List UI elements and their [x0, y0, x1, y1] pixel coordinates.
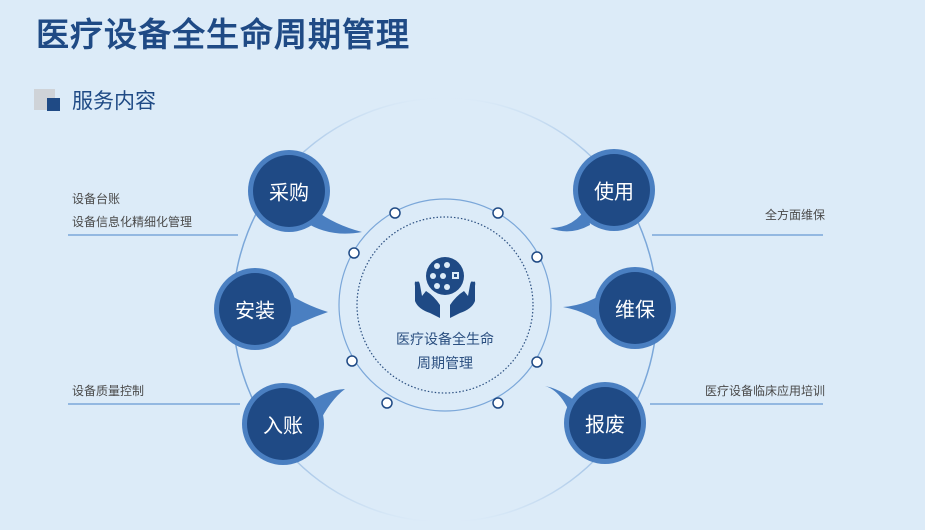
node-install-label: 安装 [235, 298, 275, 323]
node-account-label: 入账 [263, 413, 303, 438]
desc-left-bottom-1: 设备质量控制 [72, 384, 145, 398]
middle-ring [338, 198, 552, 412]
node-use-label: 使用 [594, 179, 634, 204]
center-label: 医疗设备全生命 周期管理 [370, 328, 520, 376]
node-scrap-label: 报废 [585, 412, 625, 437]
center-label-line1: 医疗设备全生命 [396, 332, 494, 348]
inner-dotted-ring [356, 216, 534, 394]
node-maintain [563, 267, 676, 349]
section-label: 服务内容 [72, 89, 156, 113]
node-maintain-label: 维保 [615, 297, 655, 322]
desc-right-top-1: 全方面维保 [764, 208, 825, 222]
section-marker-icon [34, 89, 64, 111]
node-purchase-label: 采购 [269, 180, 309, 205]
node-account [242, 383, 345, 465]
desc-left-top-1: 设备台账 [72, 192, 121, 206]
page-title: 医疗设备全生命周期管理 [36, 15, 410, 54]
node-install [214, 268, 328, 350]
desc-right-bottom-1: 医疗设备临床应用培训 [704, 384, 825, 398]
node-purchase [248, 150, 362, 234]
desc-left-top-2: 设备信息化精细化管理 [72, 215, 193, 229]
ring-dots [346, 207, 543, 409]
hands-holding-device-icon [414, 257, 476, 318]
center-label-line2: 周期管理 [417, 356, 473, 372]
node-use [550, 149, 655, 232]
node-scrap [545, 382, 646, 464]
section-header: 服务内容 [34, 86, 156, 114]
